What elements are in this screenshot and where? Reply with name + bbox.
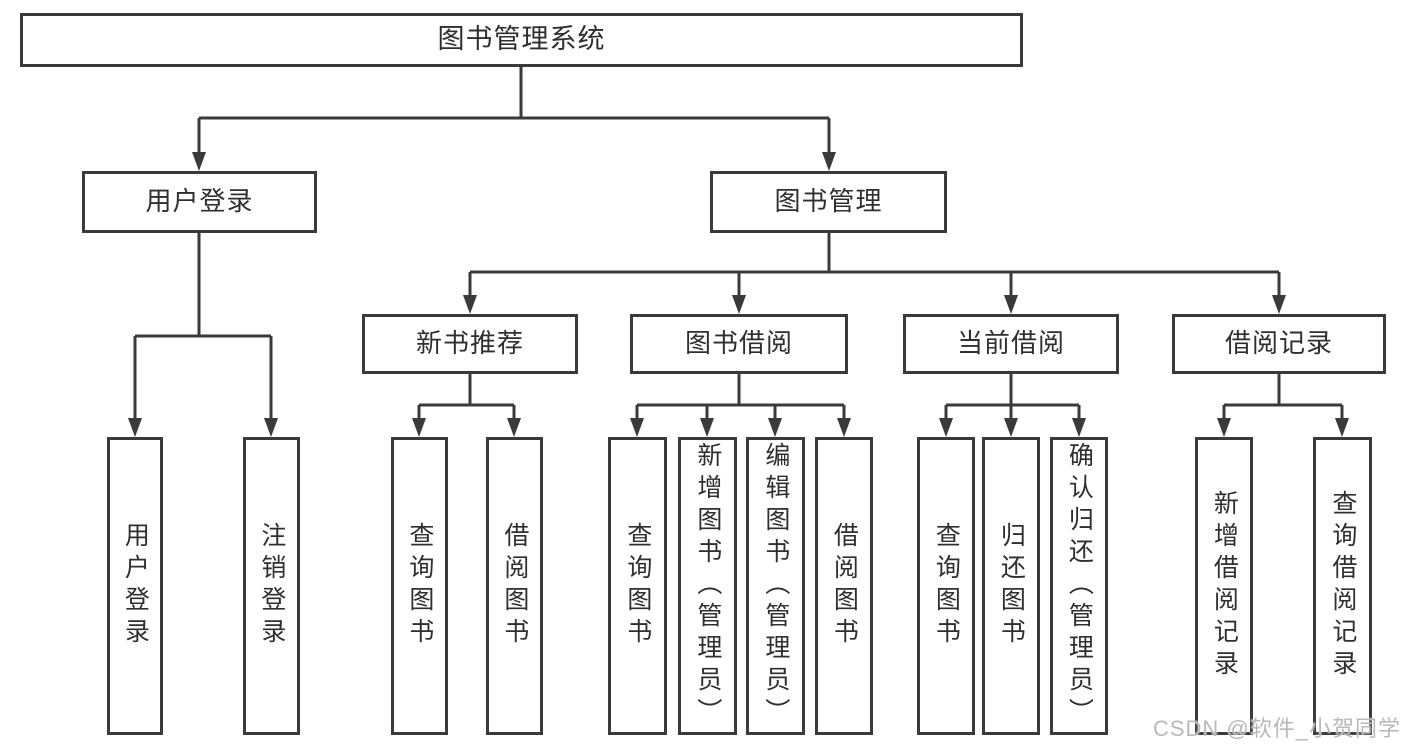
leaf-edit-books-admin: 编辑图书（管理员）	[746, 437, 805, 735]
leaf-query-books-1: 查询图书	[391, 437, 448, 735]
node-user-login: 用户登录	[82, 171, 317, 233]
leaf-query-books-3: 查询图书	[917, 437, 975, 735]
leaf-add-borrow-record: 新增借阅记录	[1195, 437, 1253, 735]
leaf-logout: 注销登录	[243, 437, 300, 735]
node-borrow-records: 借阅记录	[1172, 314, 1386, 374]
node-root-system: 图书管理系统	[20, 13, 1023, 67]
leaf-borrow-books-2: 借阅图书	[815, 437, 873, 735]
csdn-watermark: CSDN @软件_小贺同学	[1152, 716, 1401, 741]
leaf-user-login: 用户登录	[107, 437, 163, 735]
leaf-confirm-return-admin: 确认归还（管理员）	[1050, 437, 1108, 735]
node-new-book-recommend: 新书推荐	[362, 314, 578, 374]
leaf-add-books-admin: 新增图书（管理员）	[678, 437, 737, 735]
leaf-return-books: 归还图书	[982, 437, 1040, 735]
node-current-borrow: 当前借阅	[903, 314, 1119, 374]
node-book-borrow: 图书借阅	[630, 314, 848, 374]
leaf-query-books-2: 查询图书	[608, 437, 667, 735]
leaf-query-borrow-record: 查询借阅记录	[1313, 437, 1372, 735]
leaf-borrow-books-1: 借阅图书	[486, 437, 543, 735]
node-book-management: 图书管理	[710, 171, 947, 233]
